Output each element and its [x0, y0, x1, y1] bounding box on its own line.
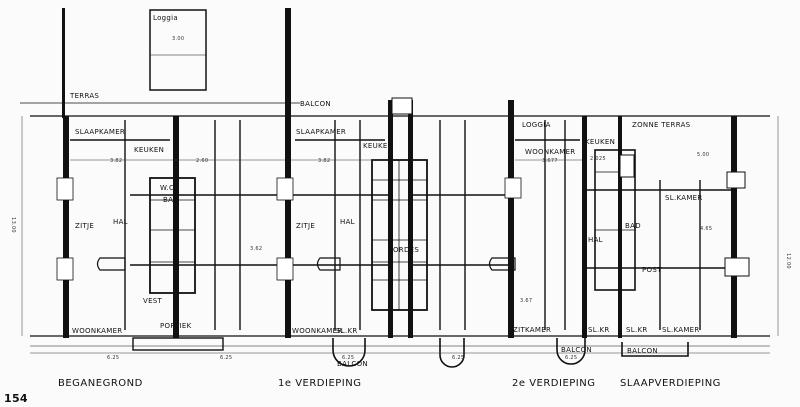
room-zitkamer: ZITKAMER: [513, 326, 552, 334]
dim-7: 3.82: [110, 158, 123, 164]
portiek-steps: [132, 337, 224, 351]
dim-total-depth: 13.00: [9, 217, 16, 233]
room-vest: VEST: [143, 297, 163, 305]
dim-9: 3.82: [318, 158, 331, 164]
room-hal-2: HAL: [340, 218, 355, 226]
party-walls: [62, 8, 737, 338]
room-woonkamer-3: WOONKAMER: [525, 148, 576, 156]
dim-14: 3.677: [542, 158, 558, 164]
dim-8: 2.60: [196, 158, 209, 164]
dim-2: 6.25: [107, 355, 120, 361]
window-markers: [56, 177, 522, 281]
room-portiek: PORTIEK: [160, 322, 192, 330]
dim-12: 5.00: [697, 152, 710, 158]
room-slkamer-1: SL.KAMER: [665, 194, 703, 202]
room-slkr-3: SL.KR: [626, 326, 648, 334]
room-keuken-1: KEUKEN: [134, 146, 165, 154]
room-slaapkamer-1: SLAAPKAMER: [75, 128, 126, 136]
terras-label: TERRAS: [70, 92, 100, 100]
bay-windows: [96, 257, 516, 271]
dim-15: 4.65: [700, 226, 713, 232]
chimneys: [391, 97, 750, 277]
floor-title-sleeping: SLAAPVERDIEPING: [620, 378, 721, 389]
zonne-terras-label: ZONNE TERRAS: [632, 121, 691, 129]
dimension-lines: [21, 116, 779, 354]
loggia-label: Loggia: [153, 14, 178, 22]
room-balcon-3: BALCON: [627, 347, 658, 355]
floor-title-first: 1e VERDIEPING: [278, 378, 362, 389]
dim-5: 6.25: [452, 355, 465, 361]
dim-3: 6.25: [220, 355, 233, 361]
room-slkr-2: SL.KR: [588, 326, 610, 334]
balconies: [332, 338, 689, 368]
room-post: POST: [642, 266, 662, 274]
room-zitje-2: ZITJE: [296, 222, 316, 230]
room-balcon-1: BALCON: [337, 360, 368, 368]
balcon-top-label: BALCON: [300, 100, 331, 108]
room-bad-2: BAD: [625, 222, 641, 230]
dim-13: 2.025: [590, 156, 606, 162]
room-bad-1: BAD: [163, 196, 179, 204]
dim-10: 3.62: [250, 246, 263, 252]
room-keuken-3: KEUKEN: [585, 138, 616, 146]
room-hal-3: HAL: [588, 236, 603, 244]
dim-6: 6.25: [565, 355, 578, 361]
room-hal-1: HAL: [113, 218, 128, 226]
dim-11: 3.67: [520, 298, 533, 304]
room-bordes: BORDES: [388, 246, 420, 254]
interior-walls: [70, 120, 731, 330]
room-wc: W.C.: [160, 184, 177, 192]
room-woonkamer-2: WOONKAMER: [292, 327, 343, 335]
room-zitje-1: ZITJE: [75, 222, 95, 230]
dim-total-depth-right: 12.00: [784, 253, 791, 269]
stairs: [149, 149, 636, 311]
floor-title-second: 2e VERDIEPING: [512, 378, 596, 389]
dim-4: 6.25: [342, 355, 355, 361]
room-balcon-2: BALCON: [561, 346, 592, 354]
floor-title-ground: BEGANEGROND: [58, 378, 143, 389]
room-woonkamer-1: WOONKAMER: [72, 327, 123, 335]
dim-1: 3.00: [172, 36, 185, 42]
page-number: 154: [4, 392, 28, 405]
loggia-mid-label: LOGGIA: [522, 121, 551, 129]
loggia-box: [149, 9, 207, 91]
room-slkamer-2: SL.KAMER: [662, 326, 700, 334]
room-keuken-2: KEUKEN: [363, 142, 394, 150]
room-slkr-1: SL.KR: [336, 327, 358, 335]
room-slaapkamer-2: SLAAPKAMER: [296, 128, 347, 136]
